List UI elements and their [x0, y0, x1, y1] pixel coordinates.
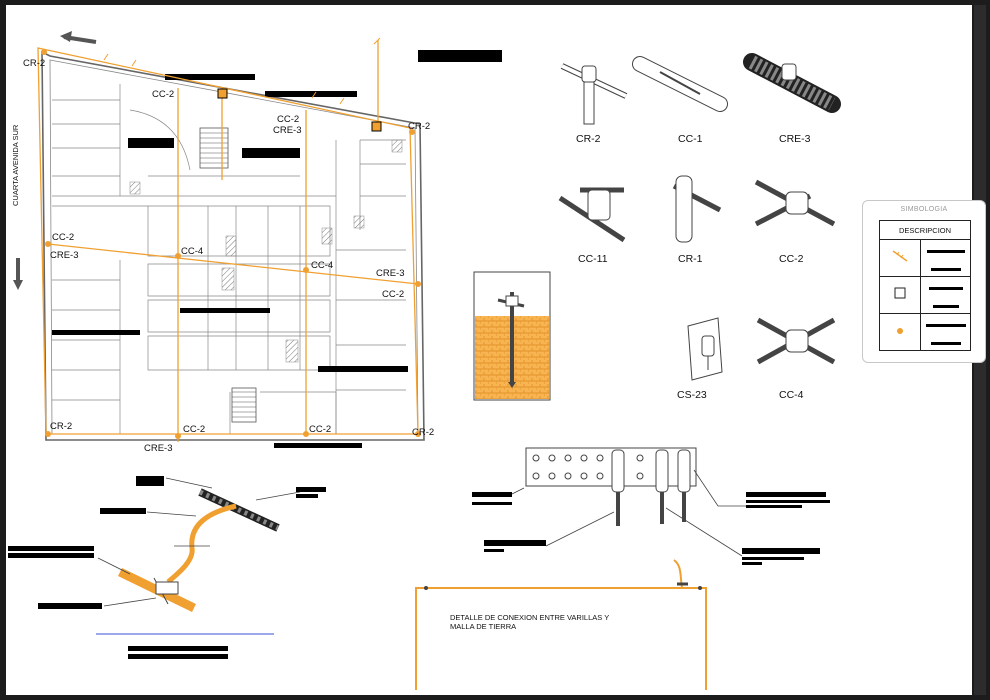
plan-label: CC-2 [52, 232, 74, 243]
plan-label: CC-2 [152, 89, 174, 100]
cre-3-connector-icon [743, 53, 841, 113]
plan-label: CC-4 [181, 246, 203, 257]
connector-label: CS-23 [677, 389, 707, 401]
plan-labels: CR-2 CC-2 CC-2 CRE-3 CR-2 CC-2 CRE-3 CC-… [23, 58, 434, 454]
diagonal-line-icon [892, 249, 908, 262]
legend-desc [920, 313, 971, 351]
plan-label: CR-2 [50, 421, 72, 432]
street-label: CUARTA AVENIDA SUR [11, 124, 20, 206]
detail-caption-line2: MALLA DE TIERRA [450, 622, 516, 631]
plan-label: CRE-3 [50, 250, 79, 261]
legend-table: DESCRIPCION [879, 220, 971, 351]
connector-cc-4: CC-4 [756, 317, 836, 401]
connector-cr-2: CR-2 [560, 63, 628, 145]
detail-caption-line1: DETALLE DE CONEXION ENTRE VARILLAS Y [450, 613, 609, 622]
ground-rod-detail [473, 271, 551, 401]
orange-dot-icon [897, 328, 903, 334]
cr-2-connector-icon [560, 63, 628, 125]
cc-4-connector-icon [756, 317, 836, 365]
cs-23-connector-icon [687, 317, 723, 381]
legend-panel: SIMBOLOGIA DESCRIPCION [862, 200, 986, 363]
connector-cc-11: CC-11 [558, 187, 626, 265]
legend-header: DESCRIPCION [879, 220, 971, 240]
clamp-detail [8, 476, 326, 659]
legend-desc [920, 276, 971, 314]
connector-label: CC-11 [578, 253, 608, 265]
legend-row [879, 239, 971, 277]
connector-label: CR-2 [576, 133, 601, 145]
square-icon [894, 287, 906, 298]
cc-2-connector-icon [754, 179, 836, 227]
connector-label: CC-2 [779, 253, 804, 265]
plan-label: CC-4 [311, 260, 333, 271]
connector-label: CC-1 [678, 133, 703, 145]
connector-cr-1: CR-1 [672, 175, 722, 265]
plan-label: CRE-3 [376, 268, 405, 279]
plan-label: CRE-3 [144, 443, 173, 454]
busbar-detail [472, 447, 830, 565]
plan-label: CRE-3 [273, 125, 302, 136]
connector-label: CC-4 [779, 389, 804, 401]
plan-label: CR-2 [412, 427, 434, 438]
drawing-sheet[interactable]: CUARTA AVENIDA SUR CR-2 CC-2 CC-2 CRE-3 … [6, 5, 972, 695]
legend-desc [920, 239, 971, 277]
drawing-canvas: CUARTA AVENIDA SUR CR-2 CC-2 CC-2 CRE-3 … [8, 31, 841, 690]
connector-label: CRE-3 [779, 133, 811, 145]
connector-label: CR-1 [678, 253, 703, 265]
cr-1-connector-icon [672, 175, 722, 243]
plan-label: CC-2 [382, 289, 404, 300]
plan-label: CC-2 [183, 424, 205, 435]
legend-row [879, 313, 971, 351]
cc-1-connector-icon [632, 56, 728, 112]
plan-label: CR-2 [23, 58, 45, 69]
plan-label: CR-2 [408, 121, 430, 132]
legend-title: SIMBOLOGIA [900, 206, 948, 213]
cc-11-connector-icon [558, 187, 626, 243]
plan-label: CC-2 [309, 424, 331, 435]
plan-label: CC-2 [277, 114, 299, 125]
floor-plan: CUARTA AVENIDA SUR CR-2 CC-2 CC-2 CRE-3 … [11, 31, 502, 454]
legend-row [879, 276, 971, 314]
connector-cc-1: CC-1 [632, 56, 728, 145]
connector-cc-2: CC-2 [754, 179, 836, 265]
connector-cs-23: CS-23 [677, 317, 723, 401]
ground-grid-detail: DETALLE DE CONEXION ENTRE VARILLAS Y MAL… [415, 559, 707, 690]
connector-cre-3: CRE-3 [743, 53, 841, 145]
